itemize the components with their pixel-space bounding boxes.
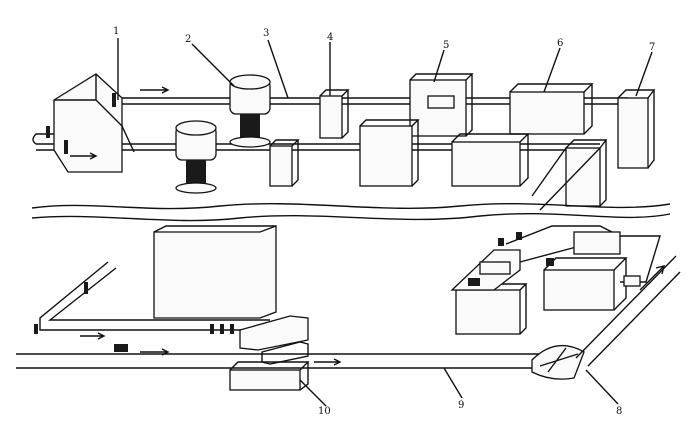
bottom-conveyor [16,353,540,369]
lower-return-arrow [80,332,106,340]
label-3: 3 [263,28,269,39]
upper-arrow-2 [70,152,98,160]
break-line-top [31,202,671,210]
unit-1-block [53,73,135,173]
label-10: 10 [318,406,331,417]
leader-lines [117,38,653,407]
right-incline-arrow [639,265,665,291]
transfer-table [239,315,309,365]
center-large-box [359,119,420,187]
lower-line [16,225,681,391]
lower-right-box [451,133,530,187]
upper-arrow-1 [140,86,170,94]
right-transfer-box [531,139,608,211]
label-8: 8 [616,406,622,417]
unit-2-drum-b [175,120,217,194]
label-2: 2 [185,34,191,45]
unit-10-box [229,361,310,391]
number-labels: 1 2 3 4 5 6 7 8 9 10 [113,26,655,417]
unit-8-box [543,257,628,311]
label-5: 5 [443,40,449,51]
right-incline-conveyor [575,255,681,367]
upper-line [32,73,656,211]
unit-7-box [617,89,656,169]
bottom-arrow-2 [314,358,342,366]
break-line-bottom [31,212,671,222]
lower-left-block [153,225,277,319]
leader-8 [585,369,619,405]
leader-9 [443,367,463,399]
unit-2-drum-a [229,74,271,148]
label-7: 7 [649,42,655,53]
lower-right-unit [450,225,661,335]
bottom-arrow-1 [140,348,170,356]
unit-4-box [319,89,350,139]
leader-7 [635,51,653,97]
turntable [531,344,585,380]
leader-6 [543,47,561,93]
leader-2 [191,43,235,87]
label-1: 1 [113,26,119,37]
label-9: 9 [458,400,464,411]
label-4: 4 [327,32,333,43]
unit-5-box [409,73,474,137]
leader-5 [433,49,445,83]
leader-10 [299,379,327,407]
lower-return-conveyor [39,261,270,331]
middle-small-box [269,139,300,187]
label-6: 6 [557,38,563,49]
leader-3 [267,39,289,99]
unit-6-box [509,83,594,135]
